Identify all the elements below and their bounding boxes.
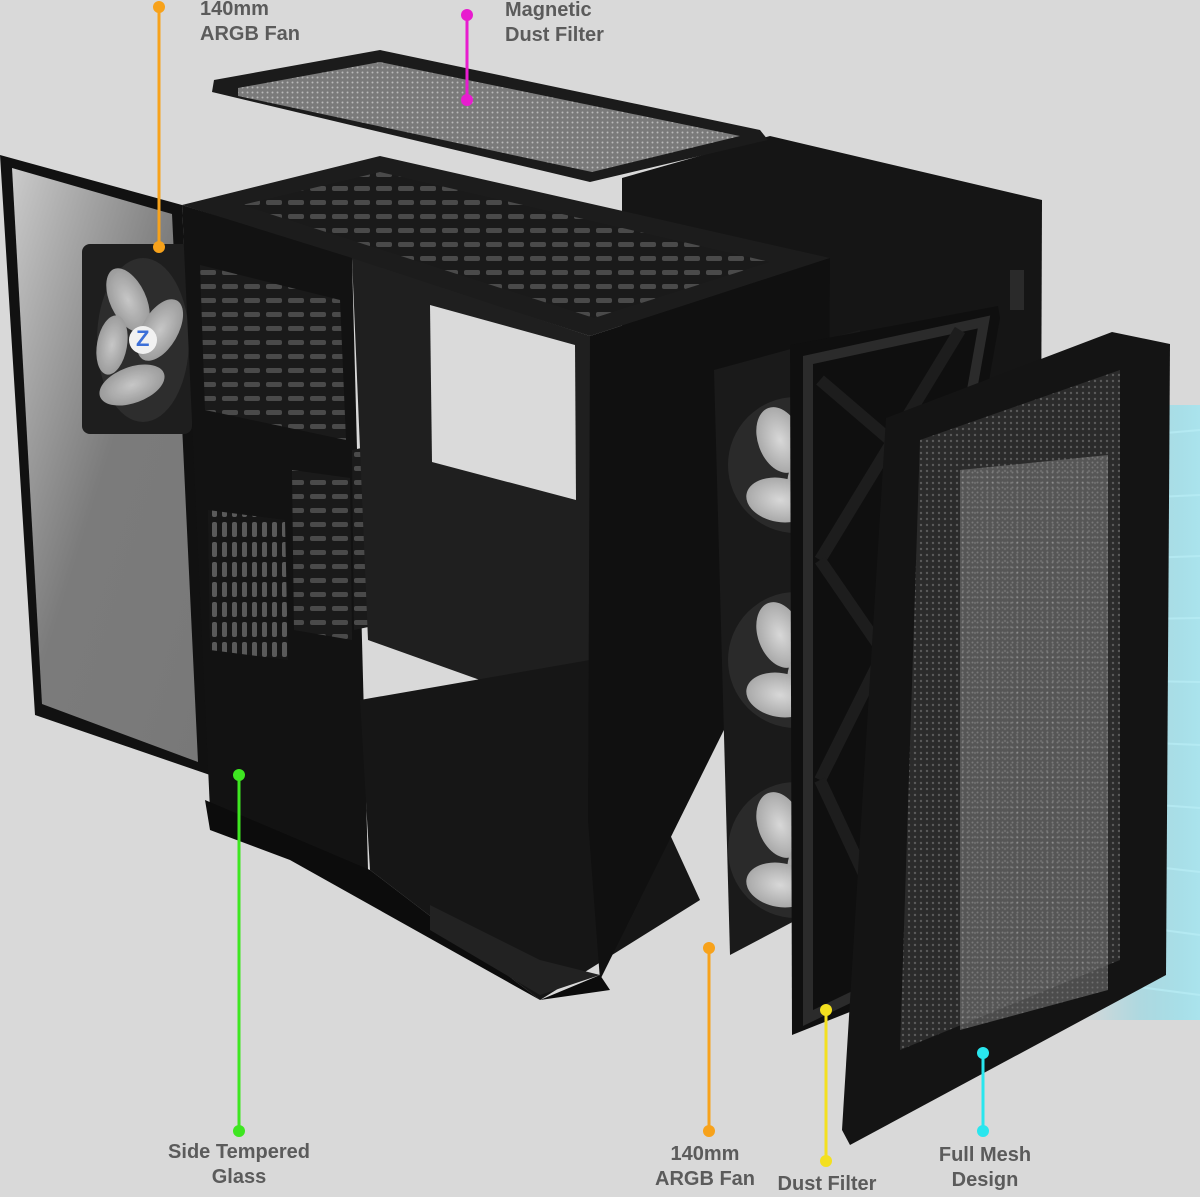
dot-top-fan-part xyxy=(153,241,165,253)
fan-logo: Z xyxy=(136,326,150,351)
label-dust-filter-line1: Dust Filter xyxy=(777,1173,877,1195)
label-front-argb-fan-line1: 140mm xyxy=(670,1143,740,1165)
label-side-tempered-glass: Side Tempered Glass xyxy=(154,1140,324,1190)
callout-leaders xyxy=(153,1,989,1167)
dot-mesh-label xyxy=(977,1125,989,1137)
dot-front-fan-part xyxy=(703,942,715,954)
label-side-tempered-glass-line1: Side Tempered xyxy=(168,1141,310,1163)
dot-side-glass-part xyxy=(233,769,245,781)
label-side-tempered-glass-line2: Glass xyxy=(211,1166,267,1188)
label-magnetic-dust-filter-line2: Dust Filter xyxy=(505,24,604,46)
label-front-argb-fan-line2: ARGB Fan xyxy=(655,1168,755,1190)
dot-mesh-part xyxy=(977,1047,989,1059)
chassis xyxy=(182,156,830,1000)
label-front-argb-fan: 140mm ARGB Fan xyxy=(640,1142,770,1192)
dot-dust-filter-part xyxy=(820,1004,832,1016)
front-mesh-panel-part xyxy=(842,332,1170,1145)
dot-top-fan-label xyxy=(153,1,165,13)
label-top-argb-fan-line1: 140mm xyxy=(200,0,269,20)
label-magnetic-dust-filter-line1: Magnetic xyxy=(505,0,592,21)
label-dust-filter: Dust Filter xyxy=(762,1172,892,1197)
label-top-argb-fan: 140mm ARGB Fan xyxy=(200,0,300,47)
magnetic-dust-filter-part xyxy=(212,50,768,182)
dot-magnetic-filter-label xyxy=(461,9,473,21)
dot-side-glass-label xyxy=(233,1125,245,1137)
dot-magnetic-filter-part xyxy=(461,94,473,106)
label-full-mesh-design-line2: Design xyxy=(951,1169,1019,1191)
label-magnetic-dust-filter: Magnetic Dust Filter xyxy=(505,0,604,48)
label-full-mesh-design-line1: Full Mesh xyxy=(938,1144,1032,1166)
dot-front-fan-label xyxy=(703,1125,715,1137)
dot-dust-filter-label xyxy=(820,1155,832,1167)
top-argb-fan-part xyxy=(82,244,192,434)
label-full-mesh-design: Full Mesh Design xyxy=(920,1143,1050,1193)
label-top-argb-fan-line2: ARGB Fan xyxy=(200,23,300,45)
